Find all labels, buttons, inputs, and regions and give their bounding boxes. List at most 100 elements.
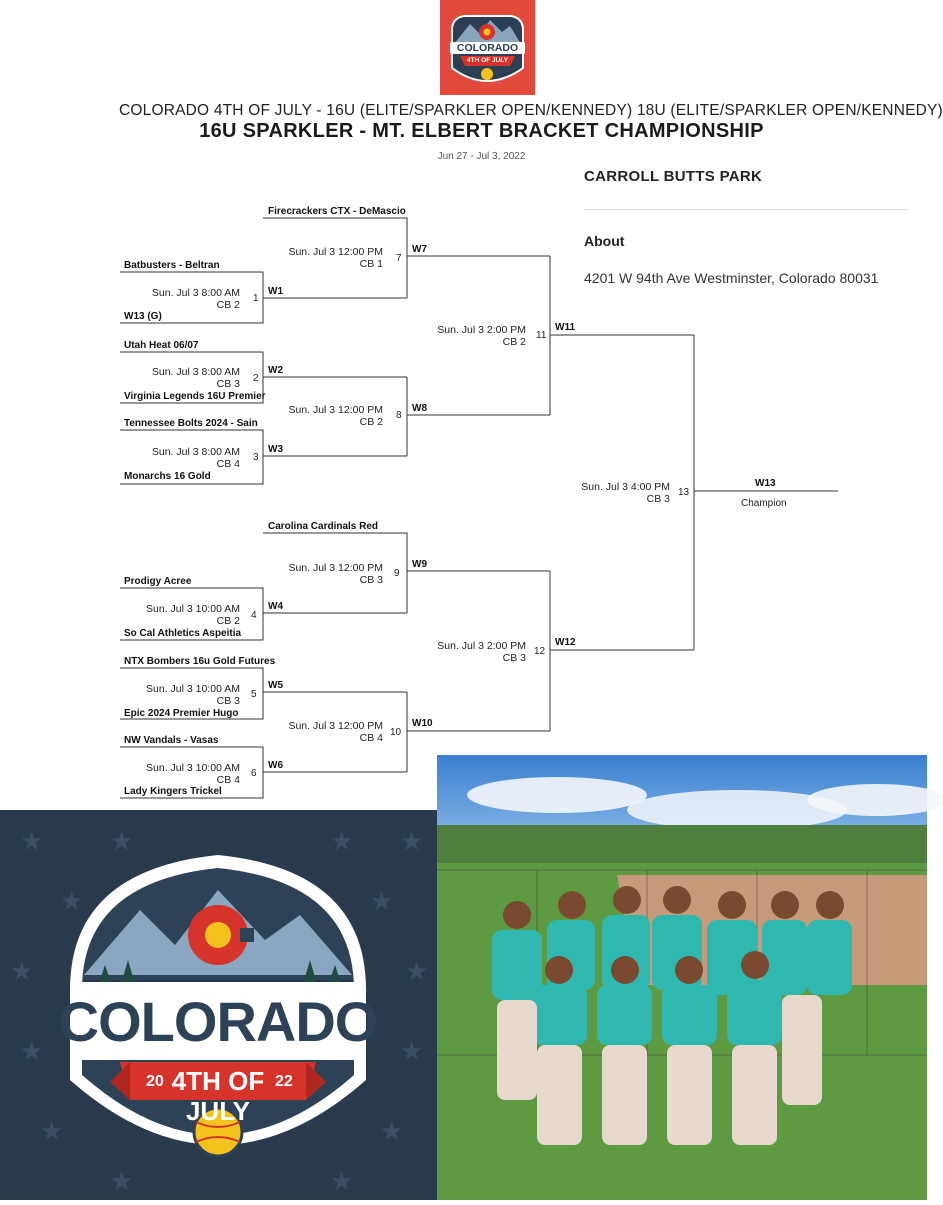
bracket-line-g1 bbox=[120, 271, 407, 324]
winner-label-w7: W7 bbox=[412, 244, 427, 255]
game-5-number: 5 bbox=[251, 689, 257, 700]
bracket-line-g8 bbox=[406, 377, 550, 456]
team-nw-vandals[interactable]: NW Vandals - Vasas bbox=[124, 735, 219, 746]
bracket-lines bbox=[120, 217, 838, 799]
bracket-line-g3 bbox=[120, 429, 407, 485]
winner-label-w11: W11 bbox=[555, 322, 576, 333]
team-lady-kingers[interactable]: Lady Kingers Trickel bbox=[124, 786, 222, 797]
winner-label-w1: W1 bbox=[268, 286, 283, 297]
svg-text:★: ★ bbox=[10, 957, 33, 987]
logo-large-title: COLORADO bbox=[58, 989, 379, 1053]
svg-text:★: ★ bbox=[400, 1037, 423, 1067]
svg-text:★: ★ bbox=[110, 1167, 133, 1197]
game-2-number: 2 bbox=[253, 373, 259, 384]
logo-small-subtitle: 4TH OF JULY bbox=[467, 57, 508, 64]
about-heading: About bbox=[584, 233, 625, 249]
game-11-number: 11 bbox=[536, 330, 547, 341]
colorado-4th-of-july-logo-small: COLORADO 4TH OF JULY bbox=[440, 0, 535, 95]
logo-large-graphic: ★ ★ ★ ★ ★ ★ ★ ★ ★ ★ ★ ★ ★ ★ bbox=[10, 827, 428, 1197]
bracket-line-g9 bbox=[263, 532, 550, 613]
game-3-number: 3 bbox=[253, 452, 259, 463]
bracket-line-g12 bbox=[549, 571, 694, 731]
game-6-number: 6 bbox=[251, 768, 257, 779]
logo-large-year-right: 22 bbox=[275, 1073, 293, 1090]
svg-text:★: ★ bbox=[405, 957, 428, 987]
bracket-title: 16U SPARKLER - MT. ELBERT BRACKET CHAMPI… bbox=[199, 120, 764, 142]
bracket-line-g4 bbox=[120, 587, 407, 641]
winner-label-w4: W4 bbox=[268, 601, 283, 612]
venue-name: CARROLL BUTTS PARK bbox=[584, 168, 763, 185]
champion-label: Champion bbox=[741, 498, 787, 509]
svg-text:★: ★ bbox=[110, 827, 133, 857]
svg-text:★: ★ bbox=[40, 1117, 63, 1147]
bracket-line-g11 bbox=[549, 256, 694, 415]
game-1-number: 1 bbox=[253, 293, 259, 304]
team-virginia-legends[interactable]: Virginia Legends 16U Premier bbox=[124, 391, 266, 402]
svg-text:★: ★ bbox=[60, 887, 83, 917]
winner-label-w13: W13 bbox=[755, 478, 776, 489]
bracket-line-g10 bbox=[406, 692, 550, 772]
team-carolina-cardinals[interactable]: Carolina Cardinals Red bbox=[268, 521, 379, 532]
bracket-line-g13 bbox=[693, 335, 838, 650]
colorado-4th-of-july-logo-large: ★ ★ ★ ★ ★ ★ ★ ★ ★ ★ ★ ★ ★ ★ bbox=[0, 810, 437, 1200]
logo-small-graphic bbox=[450, 15, 525, 82]
star-pattern: ★ ★ ★ ★ ★ ★ ★ ★ ★ ★ ★ ★ ★ ★ bbox=[10, 827, 428, 1197]
team-tennessee-bolts[interactable]: Tennessee Bolts 2024 - Sain bbox=[124, 418, 258, 429]
logo-large-subtitle: 4TH OF JULY bbox=[171, 1066, 265, 1126]
svg-text:★: ★ bbox=[380, 1117, 403, 1147]
bracket-line-g7 bbox=[263, 217, 550, 298]
team-prodigy-acree[interactable]: Prodigy Acree bbox=[124, 576, 192, 587]
team-photo-graphic bbox=[437, 755, 943, 1200]
winner-label-w5: W5 bbox=[268, 680, 283, 691]
venue-address: 4201 W 94th Ave Westminster, Colorado 80… bbox=[584, 270, 879, 286]
winner-label-w10: W10 bbox=[412, 718, 433, 729]
svg-text:★: ★ bbox=[370, 887, 393, 917]
team-socal-athletics[interactable]: So Cal Athletics Aspeitia bbox=[124, 628, 242, 639]
game-4-number: 4 bbox=[251, 610, 257, 621]
venue-divider bbox=[584, 209, 908, 210]
game-9-number: 9 bbox=[394, 568, 400, 579]
bracket-line-g5 bbox=[120, 667, 407, 720]
game-13-number: 13 bbox=[678, 487, 690, 498]
winner-label-w2: W2 bbox=[268, 365, 283, 376]
team-w13g[interactable]: W13 (G) bbox=[124, 311, 162, 322]
event-title: COLORADO 4TH OF JULY - 16U (ELITE/SPARKL… bbox=[119, 102, 943, 119]
winner-label-w12: W12 bbox=[555, 637, 576, 648]
svg-text:★: ★ bbox=[330, 827, 353, 857]
winner-label-w6: W6 bbox=[268, 760, 283, 771]
team-batbusters[interactable]: Batbusters - Beltran bbox=[124, 260, 220, 271]
game-12-number: 12 bbox=[534, 646, 546, 657]
team-ntx-bombers[interactable]: NTX Bombers 16u Gold Futures bbox=[124, 656, 276, 667]
svg-text:★: ★ bbox=[400, 827, 423, 857]
bracket-line-g6 bbox=[120, 746, 407, 799]
event-dates: Jun 27 - Jul 3, 2022 bbox=[437, 151, 526, 162]
logo-small-title: COLORADO bbox=[456, 42, 519, 54]
svg-text:★: ★ bbox=[20, 1037, 43, 1067]
bracket-line-g2 bbox=[120, 351, 407, 404]
svg-text:★: ★ bbox=[20, 827, 43, 857]
game-10-number: 10 bbox=[390, 727, 402, 738]
winner-label-w9: W9 bbox=[412, 559, 427, 570]
game-8-number: 8 bbox=[396, 410, 402, 421]
game-7-number: 7 bbox=[396, 253, 402, 264]
logo-large-year-left: 20 bbox=[146, 1073, 164, 1090]
team-monarchs[interactable]: Monarchs 16 Gold bbox=[124, 471, 211, 482]
svg-text:★: ★ bbox=[330, 1167, 353, 1197]
winner-label-w3: W3 bbox=[268, 444, 283, 455]
winner-label-w8: W8 bbox=[412, 403, 427, 414]
team-epic-2024[interactable]: Epic 2024 Premier Hugo bbox=[124, 708, 239, 719]
team-utah-heat[interactable]: Utah Heat 06/07 bbox=[124, 340, 199, 351]
team-firecrackers[interactable]: Firecrackers CTX - DeMascio bbox=[268, 206, 406, 217]
